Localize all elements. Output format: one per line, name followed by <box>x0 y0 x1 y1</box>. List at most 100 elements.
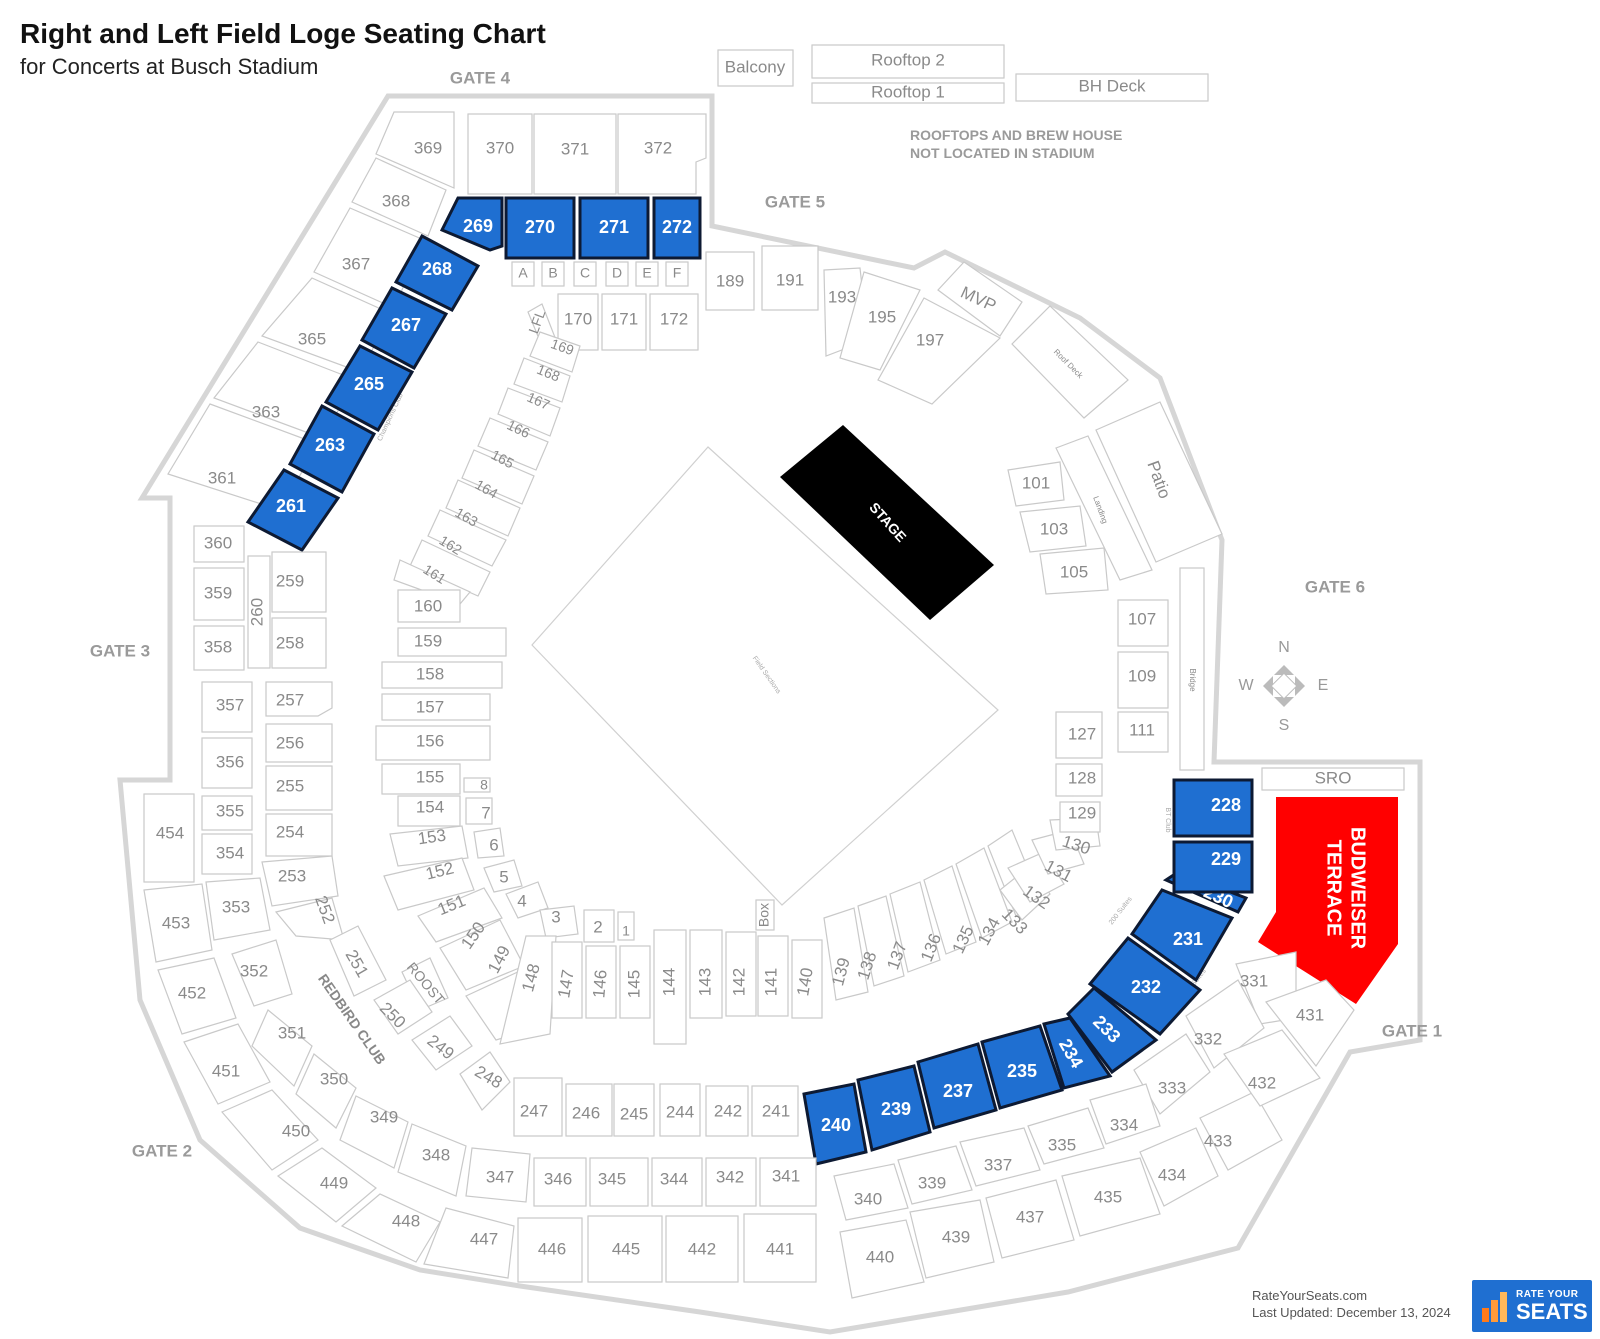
section-172[interactable]: 172 <box>649 293 699 351</box>
section-433[interactable]: 433 <box>1199 1091 1283 1171</box>
section-107[interactable]: 107 <box>1117 599 1169 647</box>
section-2[interactable]: 2 <box>583 909 615 943</box>
section-271[interactable]: 271 <box>578 196 650 260</box>
offsite-balcony[interactable]: Balcony <box>717 49 794 87</box>
section-454[interactable]: 454 <box>143 793 195 883</box>
area-mvp[interactable]: MVP <box>937 261 1023 337</box>
section-169[interactable]: 169 <box>529 331 581 373</box>
section-3[interactable]: 3 <box>539 905 579 939</box>
section-C[interactable]: C <box>573 261 597 287</box>
section-189[interactable]: 189 <box>705 251 755 311</box>
section-159[interactable]: 159 <box>397 627 507 657</box>
section-332[interactable]: 332 <box>1185 979 1265 1069</box>
section-251[interactable]: 251 <box>329 925 387 997</box>
section-143[interactable]: 143 <box>689 929 723 1019</box>
section-270[interactable]: 270 <box>504 196 576 260</box>
section-450[interactable]: 450 <box>221 1089 319 1171</box>
section-272[interactable]: 272 <box>652 196 702 260</box>
section-351[interactable]: 351 <box>251 1009 313 1088</box>
section-160[interactable]: 160 <box>397 589 461 623</box>
section-111[interactable]: 111 <box>1117 711 1169 753</box>
section-432[interactable]: 432 <box>1223 1029 1321 1107</box>
section-359[interactable]: 359 <box>193 567 245 621</box>
section-257[interactable]: 257 <box>265 681 333 717</box>
offsite-rooftop-2[interactable]: Rooftop 2 <box>811 44 1005 79</box>
section-231[interactable]: 231 <box>1129 888 1235 983</box>
section-268[interactable]: 268 <box>393 233 481 312</box>
section-228[interactable]: 228 <box>1172 778 1254 838</box>
section-136[interactable]: 136 <box>917 865 977 964</box>
section-246[interactable]: 246 <box>565 1083 613 1137</box>
section-237[interactable]: 237 <box>916 1042 998 1130</box>
section-157[interactable]: 157 <box>381 693 491 721</box>
section-347[interactable]: 347 <box>465 1147 531 1203</box>
section-360[interactable]: 360 <box>193 525 245 563</box>
section-267[interactable]: 267 <box>359 286 449 371</box>
section-349[interactable]: 349 <box>339 1095 409 1169</box>
section-358[interactable]: 358 <box>193 625 245 671</box>
section-139[interactable]: 139 <box>823 907 869 1001</box>
section-B[interactable]: B <box>541 261 565 287</box>
section-140[interactable]: 140 <box>791 939 823 1019</box>
section-355[interactable]: 355 <box>201 795 253 831</box>
section-239[interactable]: 239 <box>856 1064 932 1152</box>
section-434[interactable]: 434 <box>1139 1127 1219 1207</box>
section-371[interactable]: 371 <box>533 113 617 195</box>
section-167[interactable]: 167 <box>497 387 561 437</box>
section-101[interactable]: 101 <box>1007 461 1065 507</box>
section-148[interactable]: 148 <box>499 935 557 1045</box>
section-235[interactable]: 235 <box>980 1024 1064 1110</box>
section-431[interactable]: 431 <box>1265 979 1355 1068</box>
section-165[interactable]: 165 <box>461 446 535 505</box>
section-144[interactable]: 144 <box>653 929 687 1045</box>
section-D[interactable]: D <box>605 261 629 287</box>
section-437[interactable]: 437 <box>985 1179 1075 1259</box>
section-171[interactable]: 171 <box>601 293 647 351</box>
section-153[interactable]: 153 <box>389 825 469 867</box>
section-249[interactable]: 249 <box>411 1015 473 1071</box>
section-109[interactable]: 109 <box>1117 651 1169 709</box>
section-453[interactable]: 453 <box>143 883 213 963</box>
section-248[interactable]: 248 <box>459 1051 511 1111</box>
section-168[interactable]: 168 <box>513 357 571 403</box>
section-158[interactable]: 158 <box>381 661 503 689</box>
section-345[interactable]: 345 <box>589 1157 649 1207</box>
section-368[interactable]: 368 <box>351 157 447 237</box>
section-342[interactable]: 342 <box>705 1157 757 1207</box>
section-105[interactable]: 105 <box>1039 547 1109 595</box>
section-435[interactable]: 435 <box>1061 1157 1161 1237</box>
section-128[interactable]: 128 <box>1055 763 1103 797</box>
section-258[interactable]: 258 <box>271 617 327 669</box>
section-232[interactable]: 232 <box>1087 935 1203 1036</box>
section-446[interactable]: 446 <box>517 1217 583 1283</box>
section-263[interactable]: 263 <box>287 403 377 495</box>
section-337[interactable]: 337 <box>959 1127 1041 1187</box>
offsite-bh-deck[interactable]: BH Deck <box>1015 73 1209 102</box>
section-445[interactable]: 445 <box>587 1215 663 1283</box>
area-bridge[interactable]: Bridge <box>1179 567 1205 771</box>
section-154[interactable]: 154 <box>397 795 461 827</box>
section-1[interactable]: 1 <box>617 911 635 941</box>
section-357[interactable]: 357 <box>201 681 253 733</box>
section-334[interactable]: 334 <box>1089 1083 1161 1145</box>
section-255[interactable]: 255 <box>265 765 333 811</box>
section-147[interactable]: 147 <box>551 941 583 1019</box>
section-348[interactable]: 348 <box>397 1123 467 1197</box>
section-341[interactable]: 341 <box>759 1157 817 1207</box>
section-7[interactable]: 7 <box>465 797 493 825</box>
section-234[interactable]: 234 <box>1042 1016 1113 1090</box>
section-350[interactable]: 350 <box>295 1053 357 1129</box>
section-5[interactable]: 5 <box>483 859 523 893</box>
section-245[interactable]: 245 <box>613 1083 655 1137</box>
section-155[interactable]: 155 <box>381 763 461 795</box>
section-269[interactable]: 269 <box>439 196 504 252</box>
section-142[interactable]: 142 <box>725 931 757 1017</box>
section-240[interactable]: 240 <box>802 1082 868 1166</box>
section-260[interactable]: 260 <box>247 555 271 669</box>
section-8[interactable]: 8 <box>463 777 491 793</box>
section-253[interactable]: 253 <box>261 855 339 907</box>
section-195[interactable]: 195 <box>839 271 921 371</box>
section-449[interactable]: 449 <box>276 1147 377 1223</box>
section-241[interactable]: 241 <box>751 1085 799 1137</box>
section-372[interactable]: 372 <box>617 113 707 195</box>
